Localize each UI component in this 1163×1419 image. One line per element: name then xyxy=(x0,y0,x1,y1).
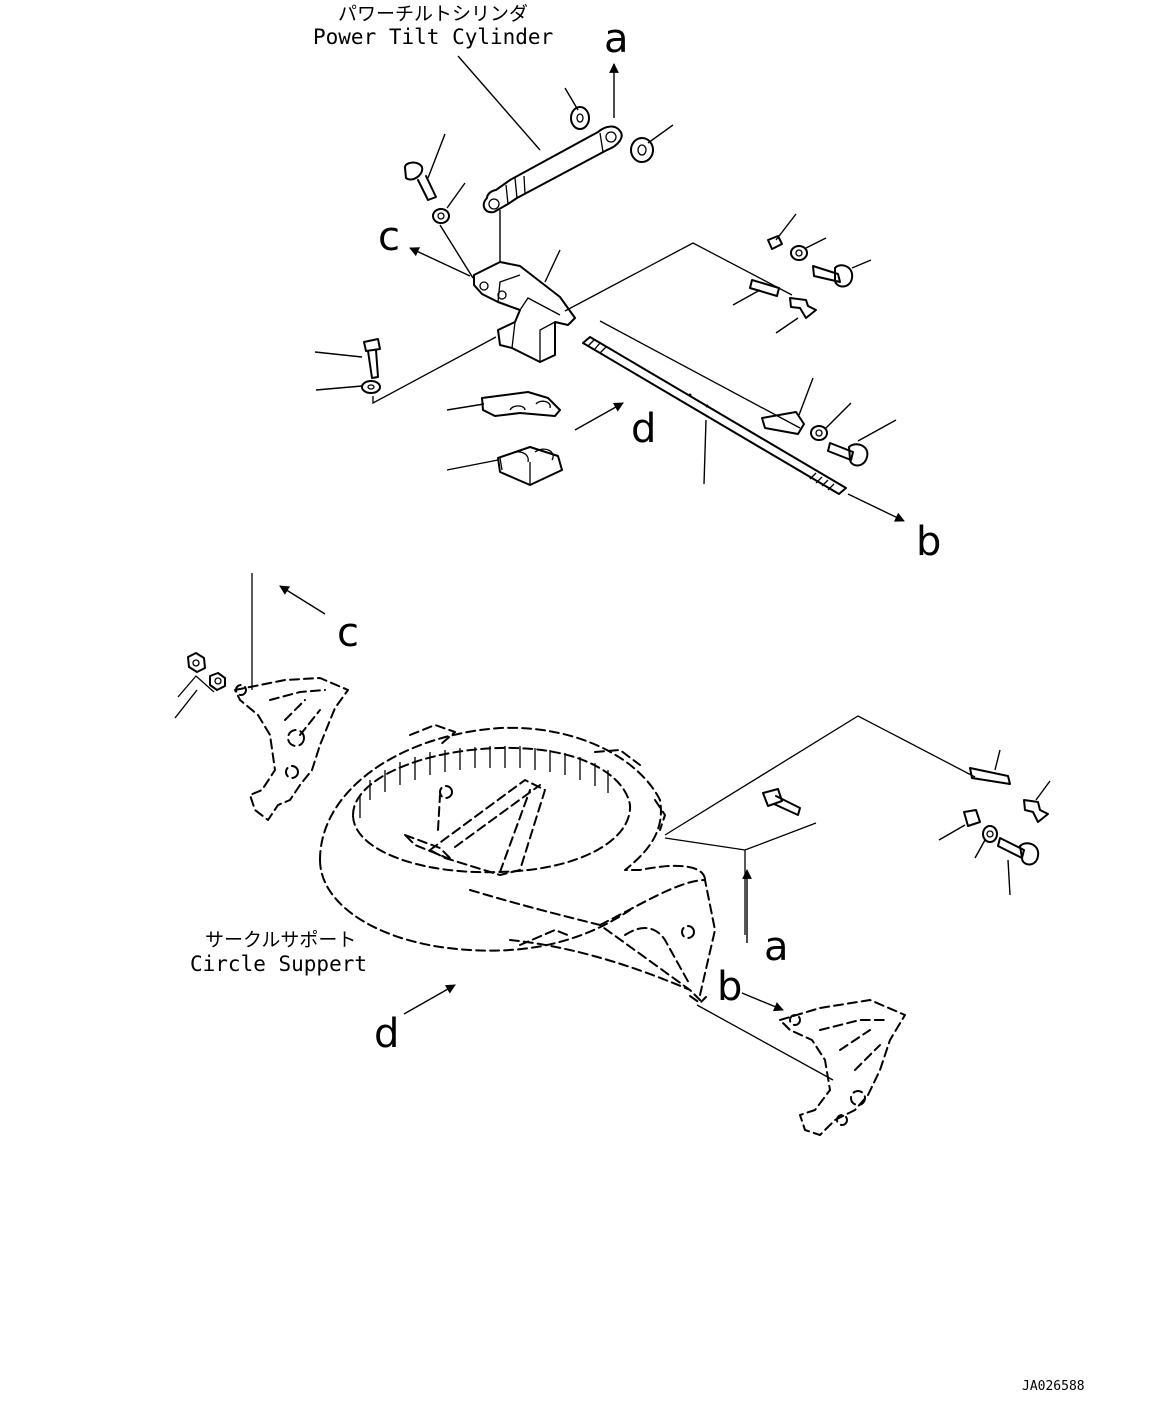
tilt-bracket xyxy=(439,210,576,363)
ref-c-bottom: c xyxy=(337,610,359,656)
arrow-b-top xyxy=(847,493,905,522)
tilt-plate-right xyxy=(696,999,906,1136)
ref-a-bottom: a xyxy=(764,924,789,970)
tilt-rod xyxy=(582,336,847,495)
arrow-d-top xyxy=(574,402,624,431)
mount-bolt-top xyxy=(404,133,446,201)
tilt-plate-left xyxy=(234,573,349,821)
bracket-mount-bolt xyxy=(314,336,497,405)
rod-clamp-upper xyxy=(446,391,561,417)
pin-assembly-bottom xyxy=(938,749,1051,896)
cylinder-label-jp: パワーチルトシリンダ xyxy=(338,3,528,25)
arrow-d-bottom xyxy=(403,984,456,1015)
ref-a-top: a xyxy=(604,16,629,62)
frame-bolt xyxy=(762,788,801,816)
circle-support xyxy=(319,724,716,1004)
ref-b-top: b xyxy=(916,519,941,565)
pin-assembly-upper xyxy=(564,213,872,334)
cylinder-washer-right xyxy=(630,124,674,163)
rod-clamp-lower xyxy=(446,446,563,486)
ref-d-bottom: d xyxy=(374,1011,399,1057)
nuts-left xyxy=(174,652,226,719)
mount-washer-top xyxy=(432,182,466,224)
ref-c-top: c xyxy=(378,214,400,260)
power-tilt-cylinder xyxy=(457,55,623,214)
cylinder-washer-top xyxy=(564,87,590,130)
arrow-b-bottom xyxy=(741,992,784,1012)
drawing-number: JA026588 xyxy=(1022,1379,1085,1394)
ref-d-top: d xyxy=(631,406,656,452)
leader-lines-bottom xyxy=(664,715,976,935)
arrow-c-top xyxy=(409,247,471,277)
support-label-en: Circle Suppert xyxy=(190,952,367,976)
cylinder-label-en: Power Tilt Cylinder xyxy=(313,25,553,49)
ref-b-bottom: b xyxy=(717,964,742,1010)
pin-assembly-lower xyxy=(599,320,897,467)
support-label-jp: サークルサポート xyxy=(205,929,356,951)
arrow-c-bottom xyxy=(279,585,326,615)
